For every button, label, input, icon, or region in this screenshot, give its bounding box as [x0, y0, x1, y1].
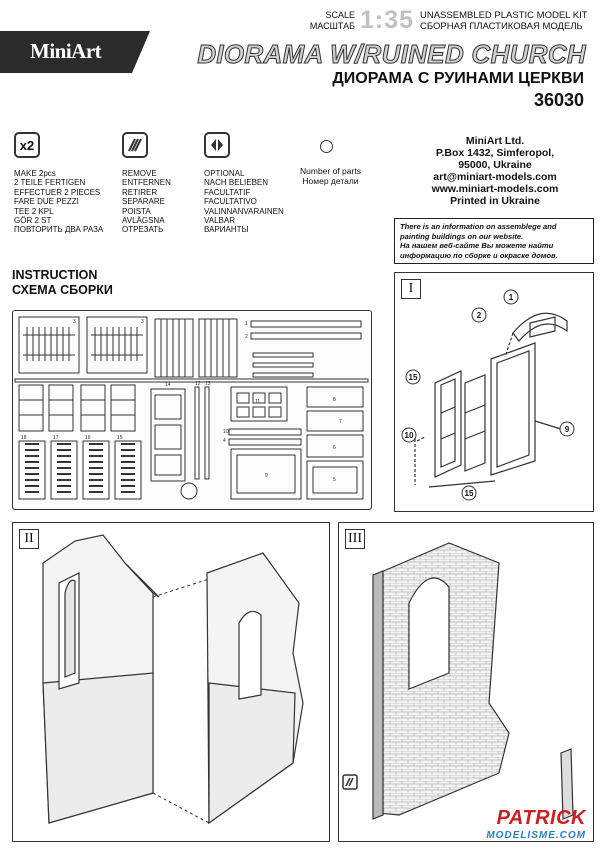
sprue-label: 3: [141, 319, 144, 325]
sprue-label: 13: [205, 381, 211, 387]
step-3-drawing: [342, 542, 574, 820]
callout-15: 15: [409, 373, 418, 382]
callout-2: 2: [477, 311, 482, 320]
sprue-label: 14: [165, 382, 171, 388]
sprue-frame: 3 3 14 12 13 18 17 16 15 11 10 9 8 7 6 5…: [12, 310, 372, 510]
callout-15: 15: [465, 489, 474, 498]
miniart-logo: MiniArt: [0, 31, 150, 73]
sprue-label: 17: [53, 435, 59, 441]
sprue-label: 6: [333, 445, 336, 451]
scale-label: SCALE МАСШТАБ: [309, 10, 355, 31]
company-info: MiniArt Ltd. P.Box 1432, Simferopol, 950…: [431, 135, 559, 207]
sprue-label: 4: [223, 438, 226, 444]
scale-value: 1:35: [360, 6, 415, 34]
sprue-label: 8: [333, 397, 336, 403]
sprue-label: 7: [339, 419, 342, 425]
sprue-label: 9: [265, 473, 268, 479]
callout-10: 10: [405, 431, 414, 440]
make-two-icon: x2: [14, 132, 40, 158]
remove-icon: [122, 132, 148, 158]
step-1-panel: I 1 2 15 10 9 15: [394, 272, 594, 512]
kit-number: 36030: [533, 90, 584, 110]
title-russian: ДИОРАМА С РУИНАМИ ЦЕРКВИ: [332, 70, 584, 87]
sprue-drawing: 3 3 14 12 13 18 17 16 15 11 10 9 8 7 6 5…: [14, 316, 369, 500]
optional-icon: [204, 132, 230, 158]
callout-1: 1: [509, 293, 514, 302]
callout-9: 9: [565, 425, 570, 434]
step-2-panel: II: [12, 522, 330, 842]
sprue-label: 3: [73, 319, 76, 325]
step-3-label: III: [345, 529, 365, 549]
sprue-label: 12: [195, 381, 201, 387]
sprue-label: 11: [255, 399, 260, 405]
logo-text: MiniArt: [30, 39, 102, 63]
step-1-label: I: [401, 279, 421, 299]
sprue-label: 5: [333, 477, 336, 483]
kit-type: UNASSEMBLED PLASTIC MODEL KIT СБОРНАЯ ПЛ…: [420, 10, 588, 32]
sprue-label: 16: [85, 435, 91, 441]
step-3-panel: III: [338, 522, 594, 842]
watermark: PATRICK MODELISME.COM: [486, 807, 586, 841]
step-1-drawing: 1 2 15 10 9 15: [401, 289, 575, 501]
sprue-label: 10: [223, 429, 229, 435]
sprue-label: 1: [245, 321, 248, 327]
step-2-drawing: [42, 534, 304, 825]
sprue-label: 18: [21, 435, 27, 441]
instruction-heading: INSTRUCTION СХЕМА СБОРКИ: [12, 268, 113, 297]
step-2-label: II: [19, 529, 39, 549]
sprue-label: 15: [117, 435, 123, 441]
title-english: DIORAMA W/RUINED CHURCH: [197, 39, 586, 70]
website-info-box: There is an information on assemblege an…: [394, 218, 594, 264]
sprue-label: 2: [245, 334, 248, 340]
part-number-circle-icon: [320, 140, 333, 153]
remove-icon: [342, 774, 358, 790]
